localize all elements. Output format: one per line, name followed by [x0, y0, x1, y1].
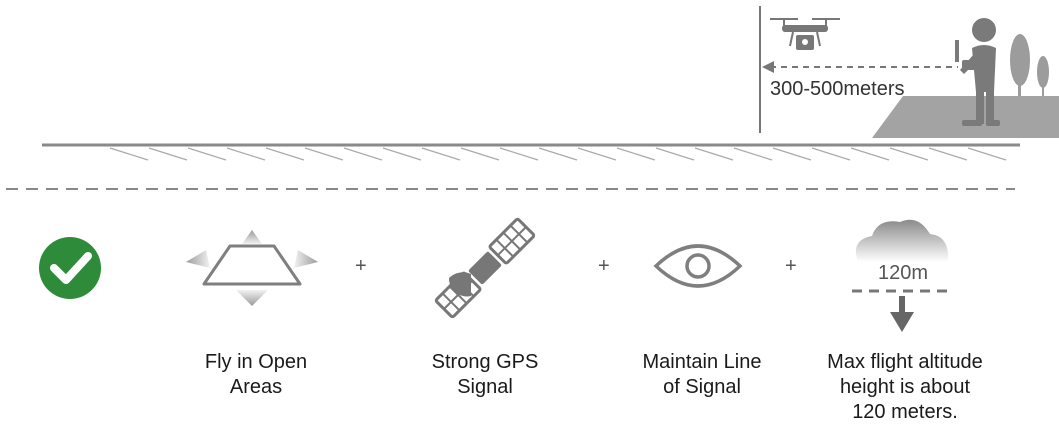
- caption-line-of-signal: Maintain Line of Signal: [642, 351, 762, 398]
- open-area-icon: [186, 230, 318, 306]
- tree-icon: [1010, 34, 1049, 96]
- caption-open-areas: Fly in Open Areas: [204, 351, 308, 398]
- plus-sign: +: [355, 255, 367, 277]
- altitude-cloud-icon: [852, 219, 952, 332]
- altitude-value: 120m: [877, 262, 929, 284]
- gps-satellite-icon: [434, 217, 536, 319]
- ground-platform: [872, 96, 1059, 138]
- ground-hatching: [109, 147, 1007, 161]
- distance-label: 300-500meters: [770, 78, 905, 100]
- plus-sign: +: [598, 255, 610, 277]
- distance-arrow: [762, 61, 958, 73]
- caption-gps-signal: Strong GPS Signal: [431, 351, 539, 398]
- caption-max-altitude: Max flight altitude height is about 120 …: [827, 351, 983, 423]
- checkmark-icon: [39, 237, 101, 299]
- plus-sign: +: [785, 255, 797, 277]
- person-with-controller-icon: [955, 18, 1000, 126]
- drone-icon: [770, 18, 840, 50]
- eye-icon: [653, 244, 743, 288]
